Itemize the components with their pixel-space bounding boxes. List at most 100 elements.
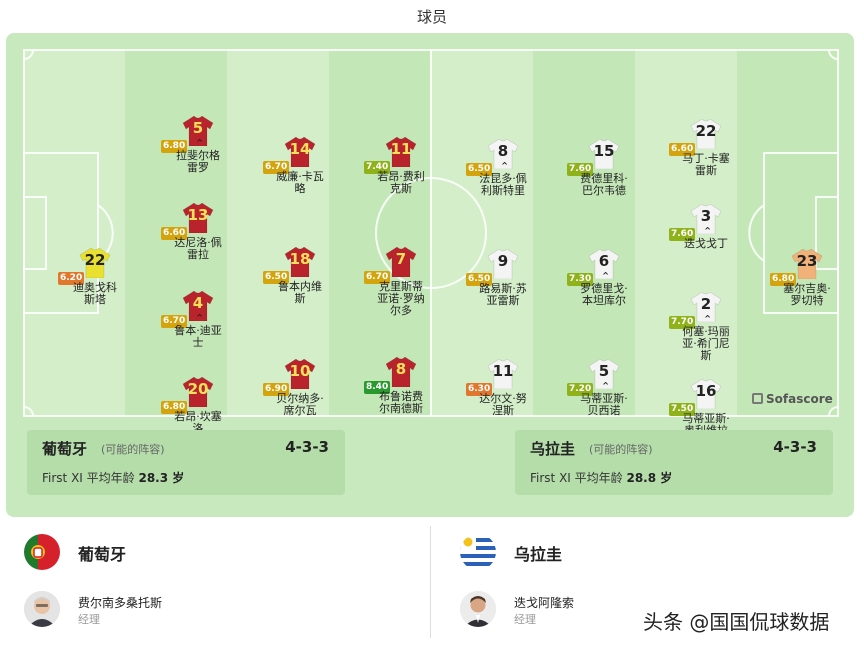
- player-name-line: 贝尔纳多·: [276, 392, 324, 405]
- shirt-number: 7: [395, 250, 407, 268]
- shirt-number: 5: [192, 119, 204, 137]
- portugal-flag-icon: [24, 534, 60, 570]
- player-rating-badge: 6.20: [58, 272, 85, 285]
- portugal-age-value: 28.3 岁: [138, 471, 185, 485]
- player-name-line: 马丁·卡塞: [682, 152, 730, 165]
- player-rating-badge: 6.50: [466, 273, 493, 286]
- shirt-icon: [79, 248, 111, 278]
- shirt-number: 23: [796, 252, 818, 270]
- shirt-icon: [284, 247, 316, 277]
- player-name: 费德里科·巴尔韦德: [559, 173, 649, 197]
- player-name: 马丁·卡塞雷斯: [661, 153, 751, 177]
- uruguay-summary-sub: (可能的阵容): [589, 443, 653, 456]
- shirt-number: 10: [289, 362, 311, 380]
- shirt-icon: [690, 204, 722, 234]
- player-name-line: 亚雷斯: [486, 294, 520, 307]
- player-name-line: 亚·希门尼: [682, 337, 730, 350]
- uruguay-age-value: 28.8 岁: [626, 471, 673, 485]
- player-rating-badge: 7.40: [364, 161, 391, 174]
- uruguay-team-name[interactable]: 乌拉圭: [514, 545, 563, 564]
- player-name-line: 拉斐尔格: [176, 149, 220, 162]
- team-divider: [430, 526, 431, 638]
- player-rating-badge: 6.60: [669, 143, 696, 156]
- substitution-icon: ⌃: [195, 312, 205, 325]
- player-name: 法昆多·佩利斯特里: [458, 173, 548, 197]
- shirt-icon: [182, 377, 214, 407]
- player-name-line: 路易斯·苏: [479, 282, 527, 295]
- player-name-line: 雷拉: [187, 248, 209, 261]
- shirt-number: 15: [593, 142, 615, 160]
- sofascore-brand: Sofascore: [752, 392, 833, 406]
- player-name: 迭戈戈丁: [661, 238, 751, 250]
- player-name-line: 何塞·玛丽: [682, 325, 730, 338]
- player-name: 鲁本内维斯: [255, 281, 345, 305]
- portugal-manager-name[interactable]: 费尔南多桑托斯: [78, 596, 163, 610]
- shirt-number: 2: [700, 295, 712, 313]
- player-rating-badge: 7.70: [669, 316, 696, 329]
- player-rating-badge: 7.30: [567, 273, 594, 286]
- pitch: [23, 49, 839, 417]
- player-name-line: 席尔瓦: [283, 404, 317, 417]
- portugal-average-age: First XI 平均年龄 28.3 岁: [42, 469, 184, 486]
- shirt-icon: [385, 137, 417, 167]
- player-name-line: 罗切特: [790, 294, 824, 307]
- player-name-line: 迭戈戈丁: [684, 237, 728, 250]
- shirt-number: 8: [395, 360, 407, 378]
- player-name: 克里斯蒂亚诺·罗纳尔多: [356, 281, 446, 317]
- player-name-line: 斯塔: [84, 293, 106, 306]
- player-name-line: 马蒂亚斯·: [682, 412, 730, 425]
- player-name-line: 若昂·费利: [377, 170, 425, 183]
- portugal-team-name[interactable]: 葡萄牙: [78, 545, 127, 564]
- player-name-line: 法昆多·佩: [479, 172, 527, 185]
- uruguay-summary-name: 乌拉圭: [530, 440, 576, 458]
- shirt-icon: [385, 357, 417, 387]
- portugal-manager-avatar: [24, 591, 60, 627]
- substitution-icon: ⌃: [703, 313, 713, 326]
- player-rating-badge: 6.50: [466, 163, 493, 176]
- portugal-summary-name: 葡萄牙: [42, 440, 88, 458]
- player-name: 何塞·玛丽亚·希门尼斯: [661, 326, 751, 362]
- shirt-number: 20: [187, 380, 209, 398]
- pitch-stripe: [23, 49, 125, 417]
- shirt-icon: [690, 379, 722, 409]
- substitution-icon: ⌃: [195, 137, 205, 150]
- player-rating-badge: 7.60: [567, 163, 594, 176]
- player-rating-badge: 6.80: [770, 273, 797, 286]
- shirt-icon: [690, 119, 722, 149]
- player-rating-badge: 6.60: [161, 227, 188, 240]
- player-name-line: 本坦库尔: [582, 294, 626, 307]
- uruguay-manager-role: 经理: [514, 613, 536, 626]
- watermark: 头条 @国国侃球数据: [643, 610, 830, 634]
- player-name-line: 克斯: [390, 182, 412, 195]
- player-name: 若昂·费利克斯: [356, 171, 446, 195]
- player-name-line: 洛: [192, 422, 204, 435]
- player-name-line: 涅斯: [492, 404, 514, 417]
- uruguay-manager-name[interactable]: 迭戈阿隆索: [514, 596, 575, 610]
- uruguay-player[interactable]: 2 7.70 ⌃何塞·玛丽亚·希门尼斯: [661, 292, 751, 372]
- player-name-line: 塞尔吉奥·: [783, 282, 831, 295]
- shirt-icon: [284, 359, 316, 389]
- player-rating-badge: 6.70: [161, 315, 188, 328]
- uruguay-flag-icon: [460, 534, 496, 570]
